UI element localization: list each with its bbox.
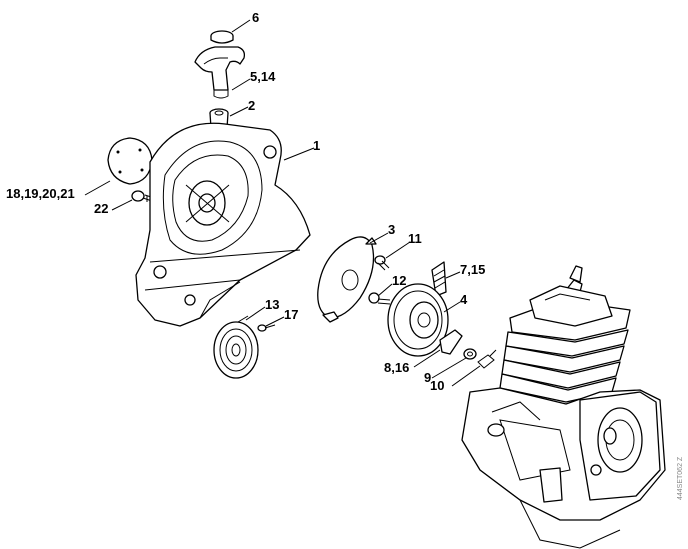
callout-5-14: 5,14	[250, 69, 276, 84]
grip-cap-part	[210, 30, 234, 44]
cover-plate-part	[317, 236, 377, 323]
starter-rope-part	[431, 261, 447, 297]
rope-rotor-part	[387, 283, 449, 357]
pawl-part	[439, 329, 463, 355]
washer-part	[463, 348, 477, 360]
callout-8-16: 8,16	[384, 360, 409, 375]
callout-11: 11	[408, 231, 422, 246]
screw-11-part	[374, 255, 390, 271]
callout-6: 6	[252, 10, 259, 25]
spring-clip-part	[477, 349, 497, 369]
callout-4: 4	[460, 292, 468, 307]
rewind-spring-part	[213, 315, 259, 379]
engine-assembly	[461, 265, 666, 549]
callout-18-19-20-21: 18,19,20,21	[6, 186, 75, 201]
screw-12-part	[368, 292, 391, 305]
callout-1: 1	[313, 138, 320, 153]
leader-lines	[84, 19, 481, 387]
callout-10: 10	[430, 378, 444, 393]
callout-22: 22	[94, 201, 108, 216]
drawing-code-watermark: 444SET062 Z	[677, 456, 684, 500]
callout-2: 2	[248, 98, 255, 113]
callout-3: 3	[388, 222, 395, 237]
screw-17-part	[257, 324, 276, 332]
callout-9: 9	[424, 370, 431, 385]
callout-12: 12	[392, 273, 406, 288]
callout-17: 17	[284, 307, 298, 322]
cover-disc-part	[107, 137, 153, 185]
fan-housing-part	[135, 122, 311, 327]
callout-7-15: 7,15	[460, 262, 485, 277]
callout-13: 13	[265, 297, 279, 312]
callout-labels: 6 5,14 2 1 18,19,20,21 22 3 11 7,15 12 4…	[6, 10, 485, 393]
starter-grip-part	[194, 46, 246, 99]
